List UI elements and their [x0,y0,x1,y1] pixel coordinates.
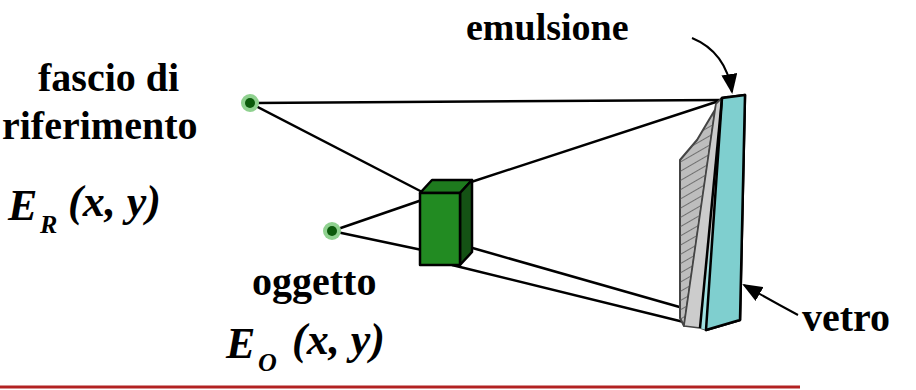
field-subscript: O [258,350,277,376]
field-args: (x, y) [292,318,385,362]
source-point [241,94,341,240]
field-subscript: R [40,212,57,238]
object-block [420,180,472,265]
field-symbol: E [226,322,255,366]
underline-rule [0,386,800,389]
leader-arrow [692,38,798,315]
beam-label: riferimento [2,106,197,146]
light-rays [250,100,722,326]
holographic-plate [680,95,745,330]
field-args: (x, y) [68,180,161,224]
object-label: oggetto [252,262,376,302]
beam-label: fascio di [38,58,179,98]
field-symbol: E [8,184,37,228]
part-label: vetro [802,298,890,338]
part-label: emulsione [466,8,629,46]
